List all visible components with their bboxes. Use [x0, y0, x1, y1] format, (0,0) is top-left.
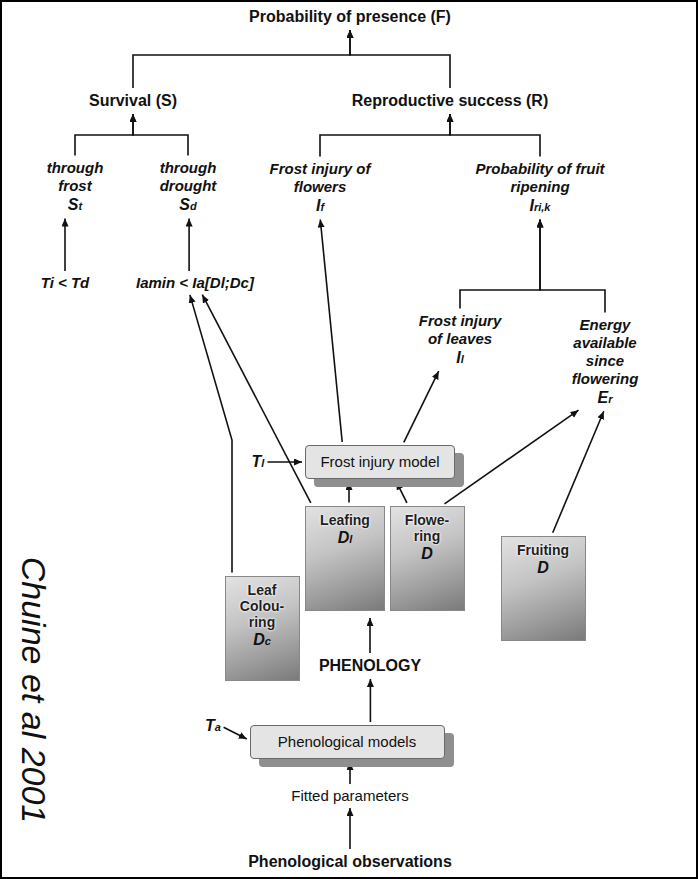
connector-arrow: [460, 220, 540, 309]
connector-arrow: [349, 762, 351, 784]
node-text: Dl: [309, 528, 381, 549]
node-text: Fruiting: [505, 542, 582, 558]
connector-arrow: [224, 727, 247, 739]
connector-arrow: [349, 808, 351, 849]
phase-image: Leaf Colou- ringDc: [225, 576, 300, 681]
connector-arrow: [540, 220, 605, 313]
model-box: Frost injury model: [305, 445, 455, 479]
factor-label: Energy available since floweringEr: [565, 316, 645, 409]
phenology-arrow: [369, 618, 371, 653]
connector-arrow: [188, 219, 190, 272]
node-text: D: [505, 558, 582, 579]
connector-arrow: [396, 482, 407, 503]
connector-arrow: [370, 679, 372, 722]
factor-label: through frostSt: [35, 159, 115, 216]
condition-label: Iamin < Ia[Dl;Dc]: [136, 274, 254, 292]
node-text: Phenological models: [278, 733, 416, 751]
node-text: Flowe- ring: [394, 512, 461, 544]
input-variable: Tl: [252, 452, 265, 473]
component-heading: Reproductive success (R): [352, 91, 549, 111]
node-text: Dc: [229, 630, 296, 651]
connector-arrow: [445, 410, 579, 504]
node-text: D: [394, 544, 461, 565]
node-text: Probability of presence (F): [249, 7, 451, 27]
connector-arrow: [350, 30, 450, 88]
connector-arrow: [348, 482, 350, 503]
node-text: Reproductive success (R): [352, 91, 549, 111]
node-text: Probability of fruit ripening: [475, 160, 605, 196]
connector-arrow: [75, 114, 133, 156]
node-text: If: [265, 196, 375, 217]
connector-arrow: [320, 220, 342, 443]
component-heading: Survival (S): [89, 91, 177, 111]
node-text: Sd: [146, 195, 230, 216]
connector-arrow: [133, 30, 350, 88]
connector-arrow: [320, 114, 450, 157]
node-text: St: [35, 195, 115, 216]
node-text: Energy available since flowering: [565, 316, 645, 388]
node-text: Frost injury of leaves: [410, 312, 510, 348]
node-text: Tl: [252, 452, 265, 473]
condition-label: Ti < Td: [41, 274, 89, 292]
step-label: Fitted parameters: [291, 787, 409, 805]
connector-arrow: [553, 411, 604, 532]
node-text: Er: [565, 388, 645, 409]
connector-arrow: [202, 295, 310, 503]
node-text: Leaf Colou- ring: [229, 582, 296, 630]
connector-arrow: [450, 114, 540, 157]
node-text: Il: [410, 348, 510, 369]
connector-arrow: [133, 114, 188, 156]
node-text: Phenological observations: [248, 852, 452, 872]
input-variable: Ta: [205, 716, 221, 737]
step-label: Phenological observations: [248, 852, 452, 872]
node-text: Frost injury model: [320, 453, 439, 471]
node-text: Iamin < Ia[Dl;Dc]: [136, 274, 254, 292]
phase-image: Flowe- ringD: [390, 506, 465, 611]
node-text: Ti < Td: [41, 274, 89, 292]
node-text: Frost injury of flowers: [265, 160, 375, 196]
connector-arrow: [64, 219, 66, 272]
node-text: through frost: [35, 159, 115, 195]
connector-arrow: [190, 295, 232, 573]
factor-label: Frost injury of flowersIf: [265, 160, 375, 217]
node-text: Survival (S): [89, 91, 177, 111]
outcome-heading: Probability of presence (F): [249, 7, 451, 27]
factor-label: Probability of fruit ripeningIri,k: [475, 160, 605, 217]
connector-arrow: [267, 461, 302, 463]
node-text: PHENOLOGY: [319, 656, 421, 676]
node-text: Leafing: [309, 512, 381, 528]
connector-arrow: [404, 371, 439, 442]
node-text: Iri,k: [475, 196, 605, 217]
section-heading: PHENOLOGY: [319, 656, 421, 676]
phase-image: FruitingD: [501, 536, 586, 641]
node-text: through drought: [146, 159, 230, 195]
factor-label: through droughtSd: [146, 159, 230, 216]
node-text: Ta: [205, 716, 221, 737]
phase-image: LeafingDl: [305, 506, 385, 611]
node-text: Fitted parameters: [291, 787, 409, 805]
factor-label: Frost injury of leavesIl: [410, 312, 510, 369]
model-box: Phenological models: [250, 725, 445, 759]
citation-label: Chuine et al 2001: [15, 557, 53, 824]
